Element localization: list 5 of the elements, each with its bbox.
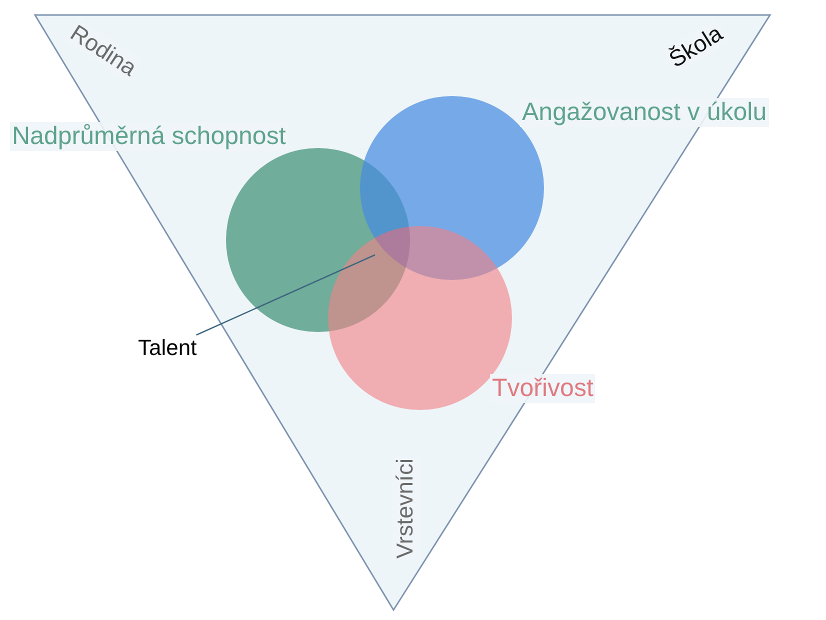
circle-label: Angažovanost v úkolu (520, 98, 769, 127)
callout-label: Talent (138, 335, 197, 360)
circle-label: Nadprůměrná schopnost (10, 122, 288, 151)
circle-label: Tvořivost (490, 374, 596, 403)
leader-line (196, 254, 376, 336)
